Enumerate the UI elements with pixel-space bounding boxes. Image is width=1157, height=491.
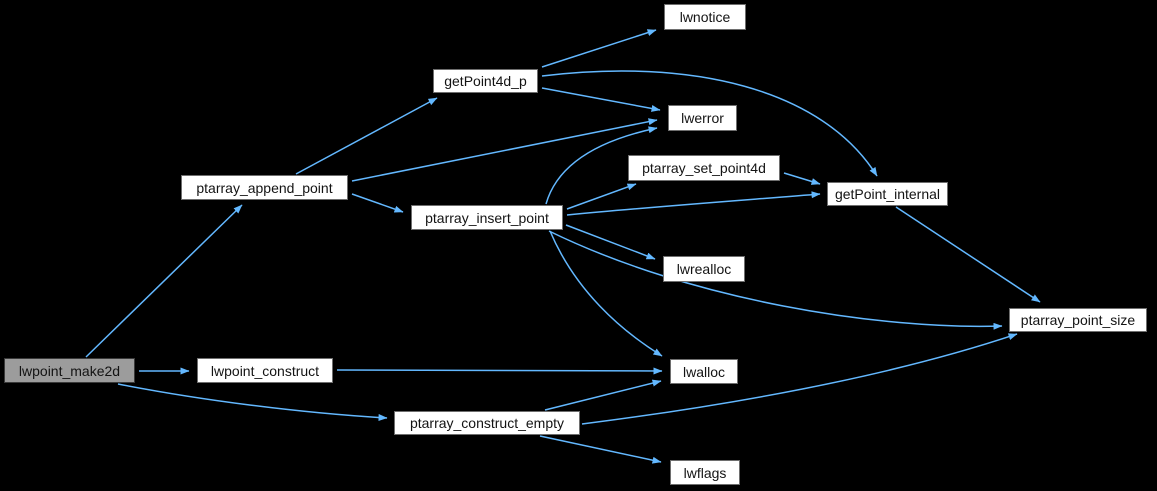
edge-lwpoint_construct-to-lwalloc bbox=[336, 367, 663, 375]
node-ptarray_construct_empty[interactable]: ptarray_construct_empty bbox=[394, 411, 580, 435]
edge-ptarray_insert_point-to-lwrealloc bbox=[565, 224, 656, 260]
node-ptarray_insert_point[interactable]: ptarray_insert_point bbox=[411, 205, 563, 230]
edge-getPoint4d_p-to-getPoint_internal bbox=[541, 70, 878, 177]
edge-ptarray_insert_point-to-ptarray_set_point4d bbox=[566, 183, 637, 210]
node-getPoint_internal[interactable]: getPoint_internal bbox=[827, 182, 948, 206]
edge-ptarray_append_point-to-ptarray_insert_point bbox=[351, 193, 404, 213]
edge-getPoint_internal-to-ptarray_point_size bbox=[895, 206, 1041, 303]
edge-ptarray_insert_point-to-ptarray_point_size bbox=[548, 230, 1003, 330]
edge-getPoint4d_p-to-lwnotice bbox=[541, 29, 657, 68]
node-ptarray_point_size[interactable]: ptarray_point_size bbox=[1009, 308, 1147, 332]
edge-ptarray_construct_empty-to-ptarray_point_size bbox=[581, 333, 1018, 425]
node-lwpoint_make2d[interactable]: lwpoint_make2d bbox=[4, 358, 135, 383]
edge-getPoint4d_p-to-lwerror bbox=[541, 87, 661, 112]
edge-ptarray_append_point-to-getPoint4d_p bbox=[295, 97, 438, 175]
node-getPoint4d_p[interactable]: getPoint4d_p bbox=[433, 69, 538, 93]
node-lwpoint_construct[interactable]: lwpoint_construct bbox=[197, 358, 333, 383]
node-lwnotice[interactable]: lwnotice bbox=[664, 4, 746, 30]
edge-lwpoint_make2d-to-ptarray_construct_empty bbox=[117, 383, 388, 422]
edge-ptarray_insert_point-to-getPoint_internal bbox=[566, 191, 821, 216]
node-ptarray_set_point4d[interactable]: ptarray_set_point4d bbox=[628, 155, 780, 181]
node-ptarray_append_point[interactable]: ptarray_append_point bbox=[181, 175, 348, 200]
edge-ptarray_construct_empty-to-lwalloc bbox=[544, 379, 662, 411]
edge-ptarray_construct_empty-to-lwflags bbox=[539, 435, 662, 464]
edge-lwpoint_make2d-to-ptarray_append_point bbox=[85, 204, 243, 358]
node-lwalloc[interactable]: lwalloc bbox=[670, 359, 738, 384]
edge-ptarray_insert_point-to-lwalloc bbox=[549, 230, 663, 357]
node-lwrealloc[interactable]: lwrealloc bbox=[663, 256, 745, 282]
node-lwflags[interactable]: lwflags bbox=[670, 460, 740, 485]
edge-ptarray_append_point-to-lwerror bbox=[351, 118, 658, 182]
edge-ptarray_set_point4d-to-getPoint_internal bbox=[783, 172, 821, 185]
edge-ptarray_insert_point-to-lwerror bbox=[545, 126, 658, 205]
node-lwerror[interactable]: lwerror bbox=[668, 105, 737, 131]
